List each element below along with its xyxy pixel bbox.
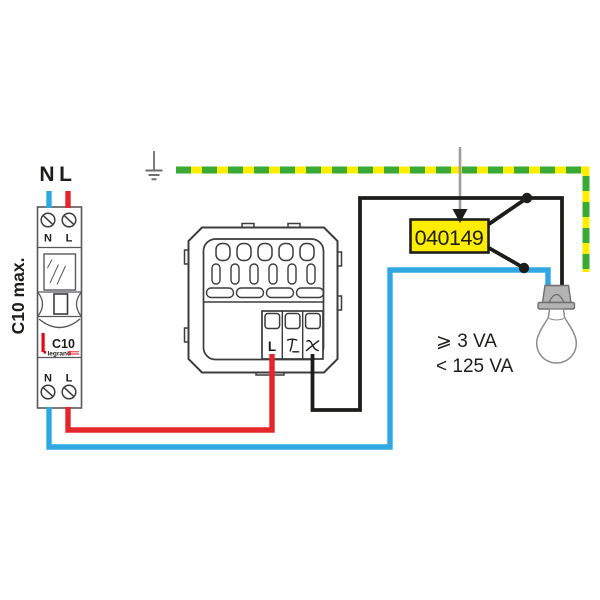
- load-max-label: < 125 VA: [436, 356, 514, 377]
- pushbutton-icon: [286, 338, 300, 353]
- product-ref-callout: 040149: [409, 218, 490, 254]
- breaker-toggle: [37, 291, 82, 318]
- bulb-glass: [536, 308, 577, 364]
- circuit-breaker: N L C10 legrand N L: [36, 206, 83, 409]
- switched-live-wire: [310, 196, 564, 412]
- screw-terminal-icon: [40, 384, 77, 400]
- neutral-wire: [46, 267, 551, 450]
- breaker-top-l: L: [66, 233, 73, 245]
- supply-neutral-label: N: [39, 163, 54, 186]
- live-wire: [65, 354, 275, 433]
- mech-terminal-block: L: [261, 310, 324, 360]
- product-ref: 040149: [415, 226, 484, 250]
- junction-dot: [521, 192, 533, 204]
- screw-terminal-icon: [40, 212, 77, 228]
- bulb-flange: [537, 301, 576, 310]
- supply-live-label: L: [59, 163, 72, 186]
- breaker-window: [43, 253, 77, 291]
- light-bulb-icon: [536, 284, 577, 364]
- breaker-red-bar: [41, 333, 45, 352]
- legrand-logo: legrand: [43, 351, 79, 358]
- breaker-bottom-l: L: [66, 373, 73, 385]
- lamp-load-icon: [305, 339, 320, 352]
- mech-vent-slots: [211, 263, 316, 285]
- terminal-live-label: L: [268, 339, 276, 354]
- junction-dot: [518, 262, 530, 274]
- callout-link-top: [487, 196, 529, 226]
- breaker-top-n: N: [44, 233, 52, 245]
- mech-horizontal-slots: [205, 287, 325, 299]
- dimmer-mechanism: L: [183, 222, 343, 376]
- breaker-arc: [38, 318, 81, 329]
- earth-wire: [176, 166, 590, 272]
- breaker-side-note: C10 max.: [8, 258, 28, 335]
- earth-ground-icon: [145, 151, 163, 181]
- brand-label: legrand: [48, 351, 72, 358]
- mech-claw-slots: [215, 242, 315, 262]
- breaker-rating: C10: [52, 337, 75, 351]
- breaker-bottom-n: N: [44, 373, 52, 385]
- callout-arrow-icon: [452, 209, 468, 223]
- load-min-label: ⩾ 3 VA: [436, 331, 497, 352]
- callout-link-bottom: [487, 246, 526, 270]
